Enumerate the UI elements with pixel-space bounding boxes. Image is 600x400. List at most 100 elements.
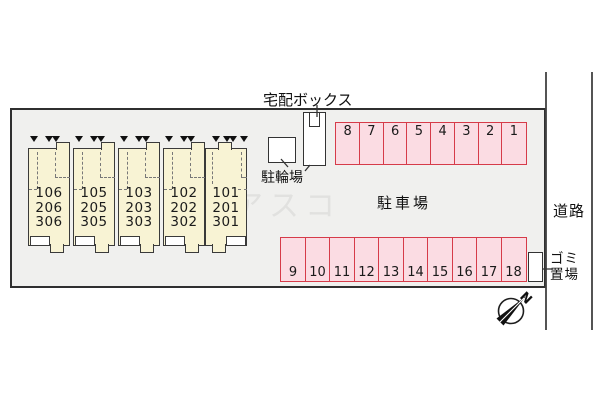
dashed-wall	[241, 152, 242, 177]
road-label: 道路	[552, 202, 585, 220]
parking-space: 5	[406, 122, 432, 165]
room-number: 301	[212, 214, 240, 230]
triangle-marker	[187, 136, 195, 142]
parking-space: 1	[501, 122, 527, 165]
triangle-marker	[142, 136, 150, 142]
garbage-label-line2: 置場	[550, 267, 579, 283]
room-number: 305	[80, 214, 108, 230]
dashed-wall	[145, 152, 146, 177]
dashed-wall	[172, 152, 173, 189]
lower-tab	[140, 244, 154, 253]
parking-space: 18	[500, 237, 527, 282]
dashed-wall	[190, 177, 205, 178]
room-number: 306	[35, 214, 63, 230]
triangle-marker	[75, 136, 83, 142]
entrance-inset	[165, 236, 185, 245]
room-number: 201	[212, 199, 240, 216]
dashed-wall	[37, 152, 38, 189]
roof-tab	[218, 142, 232, 150]
triangle-marker	[229, 136, 237, 142]
dashed-wall	[100, 177, 115, 178]
dashed-wall	[127, 152, 128, 189]
dashed-wall	[241, 177, 247, 178]
room-number: 202	[170, 199, 198, 216]
triangle-marker	[120, 136, 128, 142]
parking-space: 2	[477, 122, 503, 165]
roof-tab	[56, 142, 70, 150]
parking-space: 3	[453, 122, 479, 165]
roof-tab	[146, 142, 160, 150]
garbage-area-box	[528, 252, 543, 282]
dashed-wall	[100, 152, 101, 177]
dashed-wall	[82, 152, 83, 189]
parking-space: 13	[378, 237, 404, 282]
dashed-wall	[55, 152, 56, 177]
parking-space: 9	[280, 237, 306, 282]
roof-tab	[101, 142, 115, 150]
entrance-inset	[30, 236, 50, 245]
triangle-marker	[45, 136, 53, 142]
room-number: 102	[170, 185, 198, 201]
lower-tab	[95, 244, 109, 253]
parking-space: 12	[353, 237, 380, 282]
entrance-inset	[226, 236, 246, 245]
triangle-marker	[240, 136, 248, 142]
delivery-box	[309, 112, 320, 127]
triangle-marker	[212, 136, 220, 142]
room-number: 106	[35, 185, 63, 201]
lower-tab	[185, 244, 199, 253]
parking-space: 11	[329, 237, 355, 282]
room-number: 303	[125, 214, 153, 230]
car-parking-label: 駐車場	[377, 194, 432, 212]
parking-space: 8	[335, 122, 361, 165]
entrance-inset	[75, 236, 95, 245]
dashed-wall	[74, 189, 82, 190]
triangle-marker	[165, 136, 173, 142]
bicycle-parking-label: 駐輪場	[261, 170, 303, 186]
dashed-wall	[190, 152, 191, 177]
parking-space: 16	[451, 237, 478, 282]
north-label: N	[516, 289, 534, 307]
room-number: 302	[170, 214, 198, 230]
room-number: 205	[80, 199, 108, 216]
dashed-wall	[145, 177, 160, 178]
parking-space: 10	[304, 237, 331, 282]
dashed-wall	[55, 177, 70, 178]
room-number: 101	[212, 185, 240, 201]
room-number: 103	[125, 185, 153, 201]
dashed-wall	[238, 189, 247, 190]
north-compass-icon: N	[496, 289, 535, 326]
parking-space: 15	[427, 237, 453, 282]
triangle-marker	[30, 136, 38, 142]
triangle-marker	[97, 136, 105, 142]
dashed-wall	[164, 189, 172, 190]
room-number: 203	[125, 199, 153, 216]
entrance-inset	[120, 236, 140, 245]
parking-space: 7	[358, 122, 384, 165]
parking-space: 4	[430, 122, 456, 165]
room-number: 206	[35, 199, 63, 216]
parking-space: 14	[402, 237, 429, 282]
triangle-marker	[90, 136, 98, 142]
lower-tab	[212, 244, 226, 253]
lower-tab	[50, 244, 64, 253]
triangle-marker	[135, 136, 143, 142]
dashed-wall	[212, 152, 213, 184]
bicycle-parking-box	[268, 137, 296, 163]
triangle-marker	[180, 136, 188, 142]
delivery-box-label: 宅配ボックス	[263, 91, 353, 109]
dashed-wall	[29, 189, 37, 190]
roof-tab	[191, 142, 205, 150]
triangle-marker	[223, 136, 231, 142]
room-number: 105	[80, 185, 108, 201]
parking-space: 6	[382, 122, 408, 165]
